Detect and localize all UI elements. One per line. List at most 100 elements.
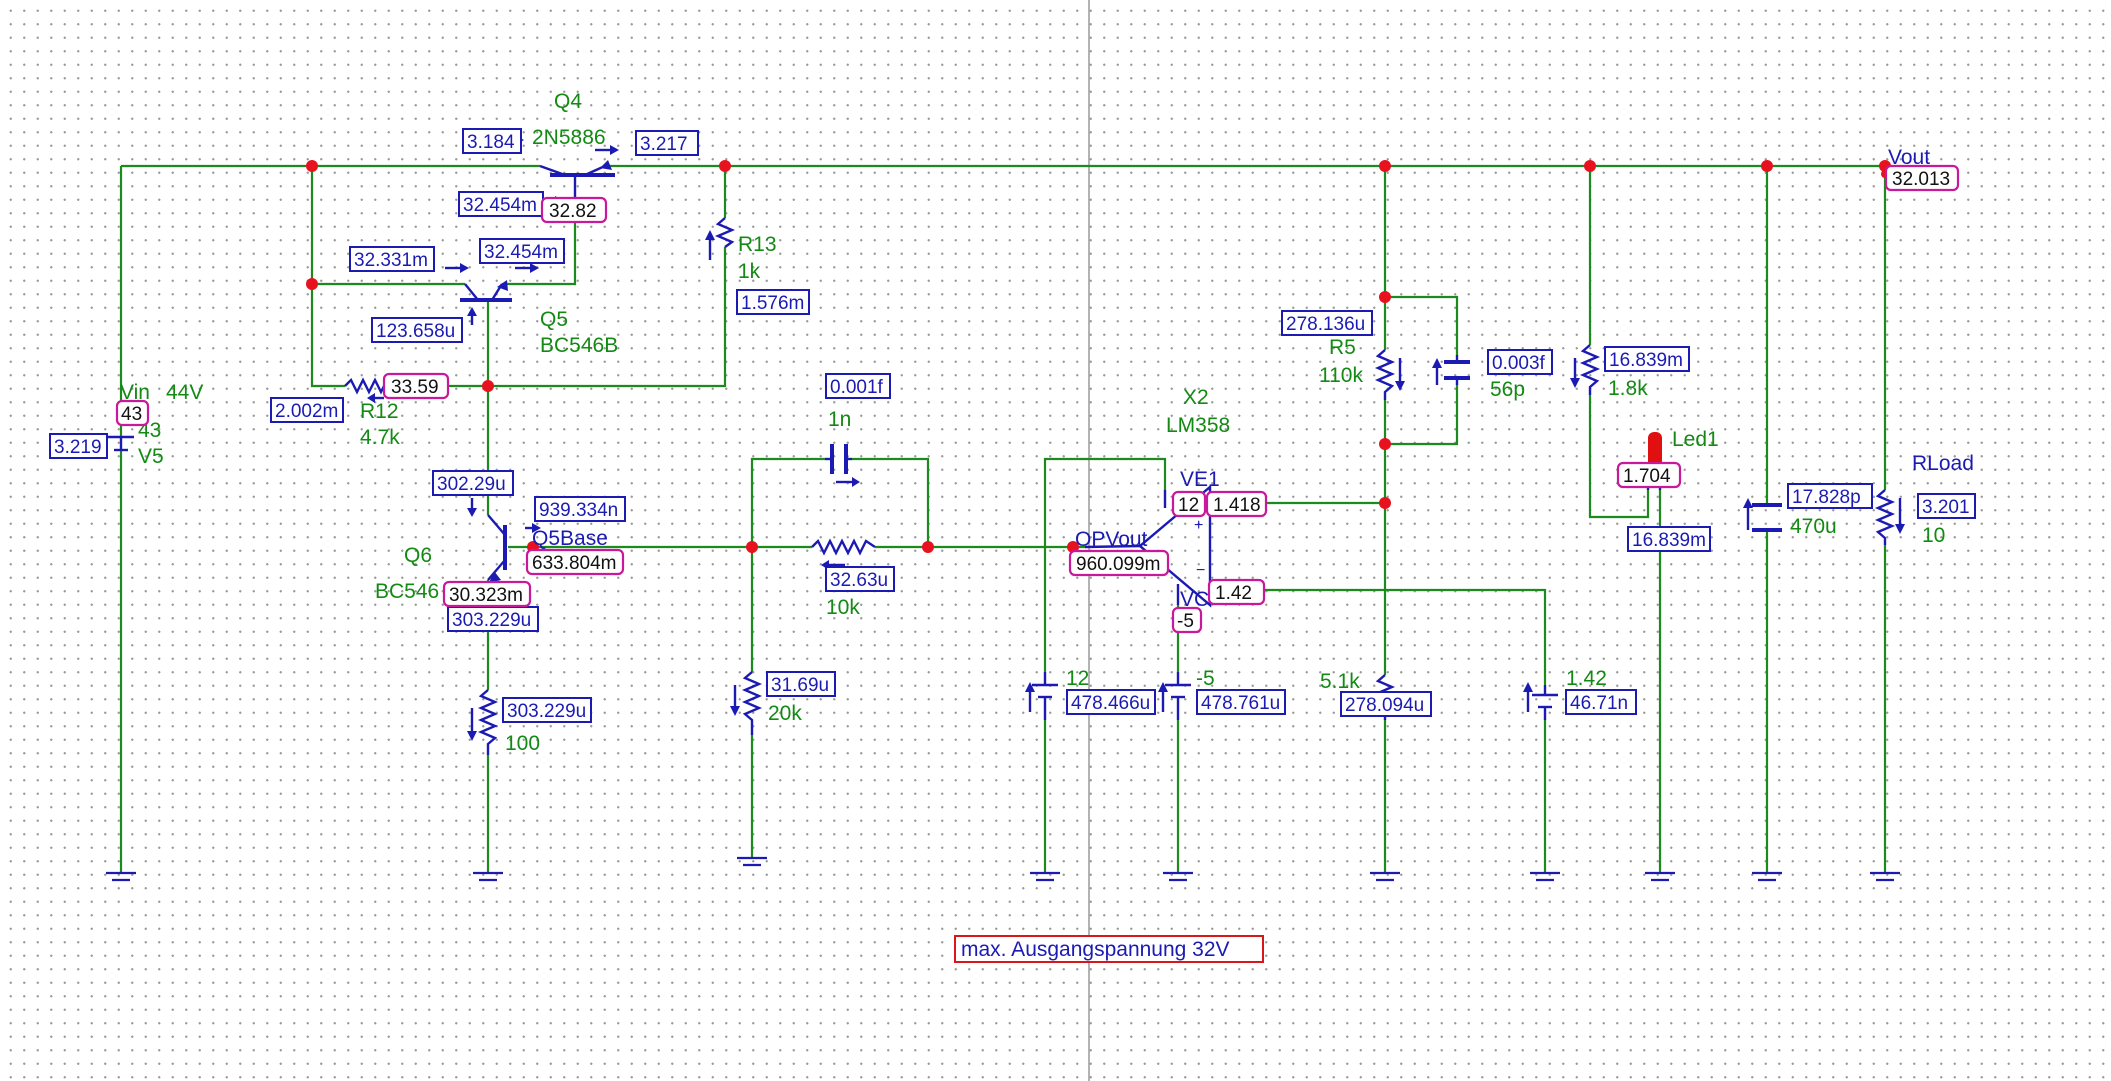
supply-12v[interactable] [1025,672,1058,720]
vin-ref: Vin [120,381,150,404]
x2-model: LM358 [1166,414,1230,437]
svg-text:0.003f: 0.003f [1492,353,1546,374]
rload-resistor[interactable] [1874,489,1905,545]
opvout-ref: OPVout [1075,528,1148,551]
svg-text:278.136u: 278.136u [1286,314,1365,335]
ve1-ref: VE1 [1180,468,1220,491]
r12-ref: R12 [360,400,399,423]
base-resistor[interactable] [730,671,763,735]
svg-text:-5: -5 [1177,611,1194,632]
vin-value: 44V [166,381,203,404]
probe-q4-base-in: 32.454m [458,191,544,217]
svg-text:3.219: 3.219 [54,437,102,458]
svg-text:43: 43 [121,404,142,425]
ground-symbols [106,856,1900,882]
svg-text:478.466u: 478.466u [1071,693,1150,714]
svg-text:633.804m: 633.804m [532,553,617,574]
supply-12v-value: 12 [1066,667,1089,690]
supply-neg5v[interactable] [1158,672,1191,720]
output-capacitor[interactable] [1743,498,1782,532]
vin-source[interactable] [108,435,134,452]
svg-text:478.761u: 478.761u [1201,693,1280,714]
svg-text:32.331m: 32.331m [354,250,428,271]
probe-neg5v: 478.761u [1196,689,1286,715]
vprobe-ve1: 12 [1171,490,1207,518]
led-resistor-value: 1.8k [1608,377,1648,400]
ground-icon [473,871,503,882]
q6-model: BC546 [375,580,439,603]
lm358-opamp[interactable]: + − [1084,484,1212,608]
junction-dots [306,160,1891,553]
svg-text:31.69u: 31.69u [771,675,829,696]
svg-text:32.454m: 32.454m [484,242,558,263]
reference-source[interactable] [1523,682,1558,720]
probe-emitter-resistor: 303.229u [502,697,592,723]
svg-text:30.323m: 30.323m [449,585,523,606]
svg-text:12: 12 [1178,495,1199,516]
vprobe-x2-minus: 1.42 [1207,578,1266,606]
ground-icon [1030,871,1060,882]
voltage-probes[interactable]: 32.82 33.59 43 633.804m 30.323m 960.099m… [115,164,1960,634]
q5-ref: Q5 [540,308,568,331]
r5-value: 110k [1319,364,1363,387]
feedback-cap-value: 1n [828,408,851,431]
r13-resistor[interactable] [705,217,736,260]
svg-text:303.229u: 303.229u [452,610,531,631]
feedback-resistor-value: 10k [826,596,860,619]
vprobe-q4-base: 32.82 [540,196,608,224]
current-probes[interactable]: 3.184 3.217 32.454m 32.331m 32.454m 12 3.… [49,128,1976,723]
vprobe-vin: 43 [115,399,150,427]
vc-ref: VC [1180,588,1209,611]
probe-feedback-resistor: 32.63u [825,566,895,592]
r13-value: 1k [738,260,761,283]
q5-transistor[interactable] [460,280,512,302]
output-cap-value: 470u [1790,515,1837,538]
q6-transistor[interactable] [487,514,507,583]
svg-text:16.839m: 16.839m [1609,350,1683,371]
emitter-resistor[interactable] [467,689,499,755]
svg-text:1.576m: 1.576m [741,293,804,314]
svg-text:+: + [1194,517,1203,534]
svg-text:303.229u: 303.229u [507,701,586,722]
probe-bottom-resistor: 278.094u [1340,691,1432,717]
probe-rload: 3.201 [1917,493,1976,519]
r12-value: 4.7k [360,426,400,449]
emitter-resistor-value: 100 [505,732,540,755]
svg-text:1.704: 1.704 [1623,466,1671,487]
svg-text:3.217: 3.217 [640,134,688,155]
ground-icon [1645,871,1675,882]
probe-q6-c: 302.29u [432,470,514,496]
supply-neg5v-value: -5 [1196,667,1215,690]
feedback-capacitor[interactable] [825,444,860,487]
svg-text:960.099m: 960.099m [1076,554,1161,575]
ground-icon [1752,871,1782,882]
probe-q4-b: 3.184 [462,128,522,154]
probe-q4-e: 3.217 [635,130,699,156]
probe-led: 16.839m [1627,526,1711,552]
probe-output-cap: 17.828p [1787,483,1873,509]
r5-bypass-capacitor[interactable] [1432,355,1470,385]
feedback-resistor[interactable] [811,538,876,570]
note-text: max. Ausgangspannung 32V [961,938,1230,961]
led-series-resistor[interactable] [1570,344,1601,395]
r5-ref: R5 [1329,336,1356,359]
vprobe-q6-emitter: 30.323m [442,580,532,608]
svg-text:32.63u: 32.63u [830,570,888,591]
probe-r12: 2.002m [270,397,344,423]
svg-text:278.094u: 278.094u [1345,695,1424,716]
rload-ref: RLoad [1912,452,1974,475]
probe-base-resistor: 31.69u [766,671,836,697]
svg-text:32.82: 32.82 [549,201,597,222]
svg-text:−: − [1196,562,1205,579]
probe-led-resistor: 16.839m [1604,346,1690,372]
vprobe-vout: 32.013 [1884,164,1960,192]
component-labels: Q4 2N5886 Q5 BC546B Q6 BC546 R13 1k R12 … [120,90,1974,755]
r5-resistor[interactable] [1374,349,1405,400]
probe-q5-e: 32.454m [479,238,565,264]
vprobe-led: 1.704 [1616,461,1682,489]
vprobe-opvout: 960.099m [1068,549,1170,577]
led-ref: Led1 [1672,428,1719,451]
probe-vin: 3.219 [49,433,108,459]
